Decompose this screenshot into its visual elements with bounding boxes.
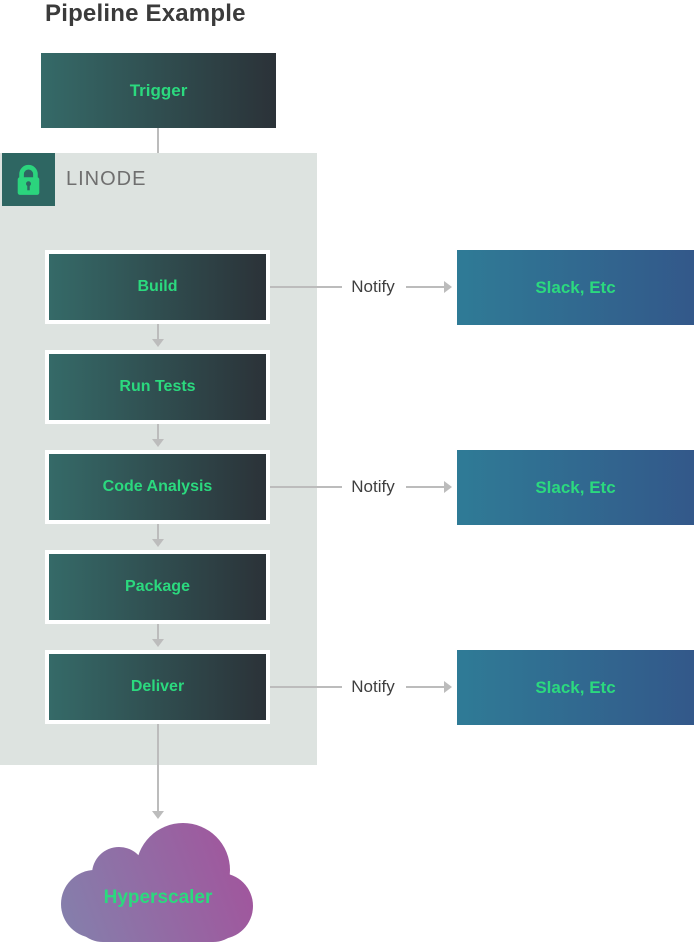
notify-target-node: Slack, Etc <box>457 650 694 725</box>
notify-target-label: Slack, Etc <box>535 677 616 697</box>
step-node-run-tests: Run Tests <box>45 350 270 424</box>
step-node-build: Build <box>45 250 270 324</box>
arrowhead-right-icon <box>444 481 452 493</box>
step-label: Deliver <box>130 678 185 695</box>
arrowhead-right-icon <box>444 281 452 293</box>
trigger-node: Trigger <box>41 53 276 128</box>
step-label: Package <box>125 578 190 595</box>
arrowhead-down-icon <box>152 539 164 547</box>
notify-line <box>270 486 342 488</box>
notify-target-node: Slack, Etc <box>457 250 694 325</box>
trigger-label: Trigger <box>129 80 188 100</box>
notify-target-label: Slack, Etc <box>535 277 616 297</box>
notify-line <box>270 686 342 688</box>
zone-label-linode: LINODE <box>66 168 147 190</box>
flow-arrow <box>157 324 159 339</box>
flow-arrow <box>157 424 159 439</box>
notify-label: Notify <box>351 477 395 496</box>
notify-label: Notify <box>351 677 395 696</box>
step-label: Build <box>137 278 178 295</box>
notify-line <box>270 286 342 288</box>
step-node-code-analysis: Code Analysis <box>45 450 270 524</box>
step-node-deliver: Deliver <box>45 650 270 724</box>
arrowhead-right-icon <box>444 681 452 693</box>
arrowhead-down-icon <box>152 811 164 819</box>
arrowhead-down-icon <box>152 639 164 647</box>
notify-line <box>406 486 444 488</box>
lock-badge <box>2 153 55 206</box>
page-title: Pipeline Example <box>45 0 246 27</box>
flow-arrow <box>157 624 159 639</box>
flow-arrow-deliver-to-cloud <box>157 724 159 811</box>
step-label: Code Analysis <box>102 478 213 495</box>
arrowhead-down-icon <box>152 339 164 347</box>
hyperscaler-cloud: Hyperscaler <box>61 823 253 942</box>
lock-icon <box>17 164 40 195</box>
notify-line <box>406 686 444 688</box>
cloud-shape <box>61 823 253 942</box>
step-node-package: Package <box>45 550 270 624</box>
notify-target-node: Slack, Etc <box>457 450 694 525</box>
notify-target-label: Slack, Etc <box>535 477 616 497</box>
notify-label: Notify <box>351 277 395 296</box>
arrowhead-down-icon <box>152 439 164 447</box>
notify-line <box>406 286 444 288</box>
flow-arrow <box>157 524 159 539</box>
step-label: Run Tests <box>119 378 196 395</box>
cloud-label: Hyperscaler <box>104 887 213 908</box>
